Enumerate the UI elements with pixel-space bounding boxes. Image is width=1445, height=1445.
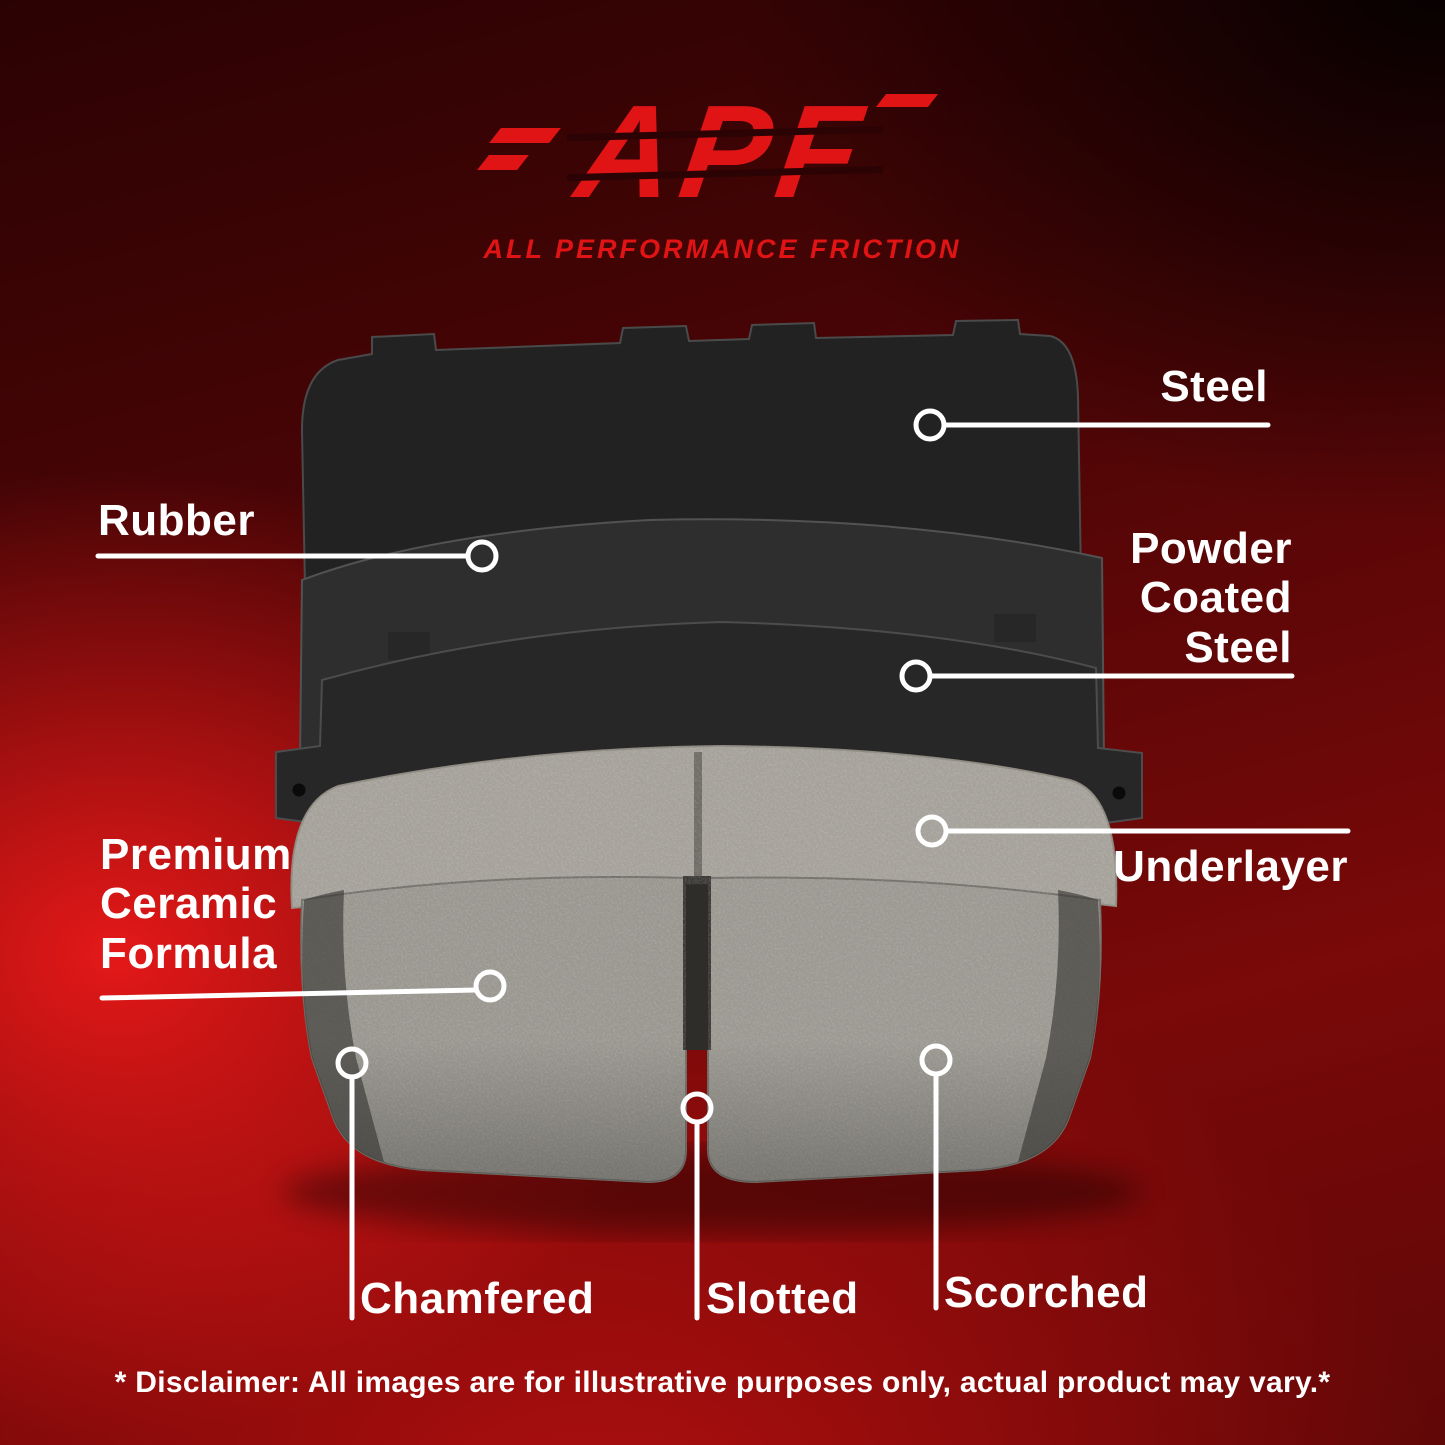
label-line: Coated xyxy=(1139,573,1292,623)
callout-dot-steel xyxy=(913,408,947,442)
chamfer-shading-left xyxy=(302,890,384,1162)
callout-label-premium-ceramic-formula: Premium Ceramic Formula xyxy=(100,830,292,978)
callout-label-slotted: Slotted xyxy=(706,1274,859,1323)
label-line: Powder xyxy=(1130,524,1292,573)
callout-dot-underlayer xyxy=(915,814,949,848)
brand-wordmark: APF xyxy=(568,78,877,225)
callout-dot-scorched xyxy=(919,1043,953,1077)
callout-dot-premium-ceramic xyxy=(473,969,507,1003)
label-line: Formula xyxy=(100,928,278,978)
callout-dot-slotted xyxy=(680,1091,714,1125)
callout-label-chamfered: Chamfered xyxy=(360,1274,595,1323)
callout-dot-powder-coated-steel xyxy=(899,659,933,693)
ear-hole-left xyxy=(292,783,306,797)
callout-label-scorched: Scorched xyxy=(944,1268,1149,1317)
apf-logo: APF ALL PERFORMANCE FRICTION xyxy=(476,78,962,265)
ceramic-pad xyxy=(290,744,1118,1184)
label-line: Premium xyxy=(100,830,292,879)
callout-graphics xyxy=(95,408,1351,1321)
ear-hole-right xyxy=(1112,786,1126,800)
callout-label-underlayer: Underlayer xyxy=(1113,842,1348,891)
callout-label-steel: Steel xyxy=(1160,362,1268,411)
callout-label-powder-coated-steel: Powder Coated Steel xyxy=(1130,524,1292,672)
callout-dot-chamfered xyxy=(335,1046,369,1080)
brand-tagline: ALL PERFORMANCE FRICTION xyxy=(483,234,962,264)
callout-dot-rubber xyxy=(465,539,499,573)
slot-shadow xyxy=(683,876,711,1050)
speed-dash-right-icon xyxy=(875,94,938,107)
chamfer-shading-right xyxy=(1018,890,1100,1162)
speed-lines-icon xyxy=(476,128,561,170)
label-line: Ceramic xyxy=(100,879,278,929)
callout-line-premium-ceramic xyxy=(99,987,479,1001)
label-line: Steel xyxy=(1184,622,1292,672)
callout-label-rubber: Rubber xyxy=(98,496,255,545)
disclaimer-text: * Disclaimer: All images are for illustr… xyxy=(114,1366,1331,1399)
